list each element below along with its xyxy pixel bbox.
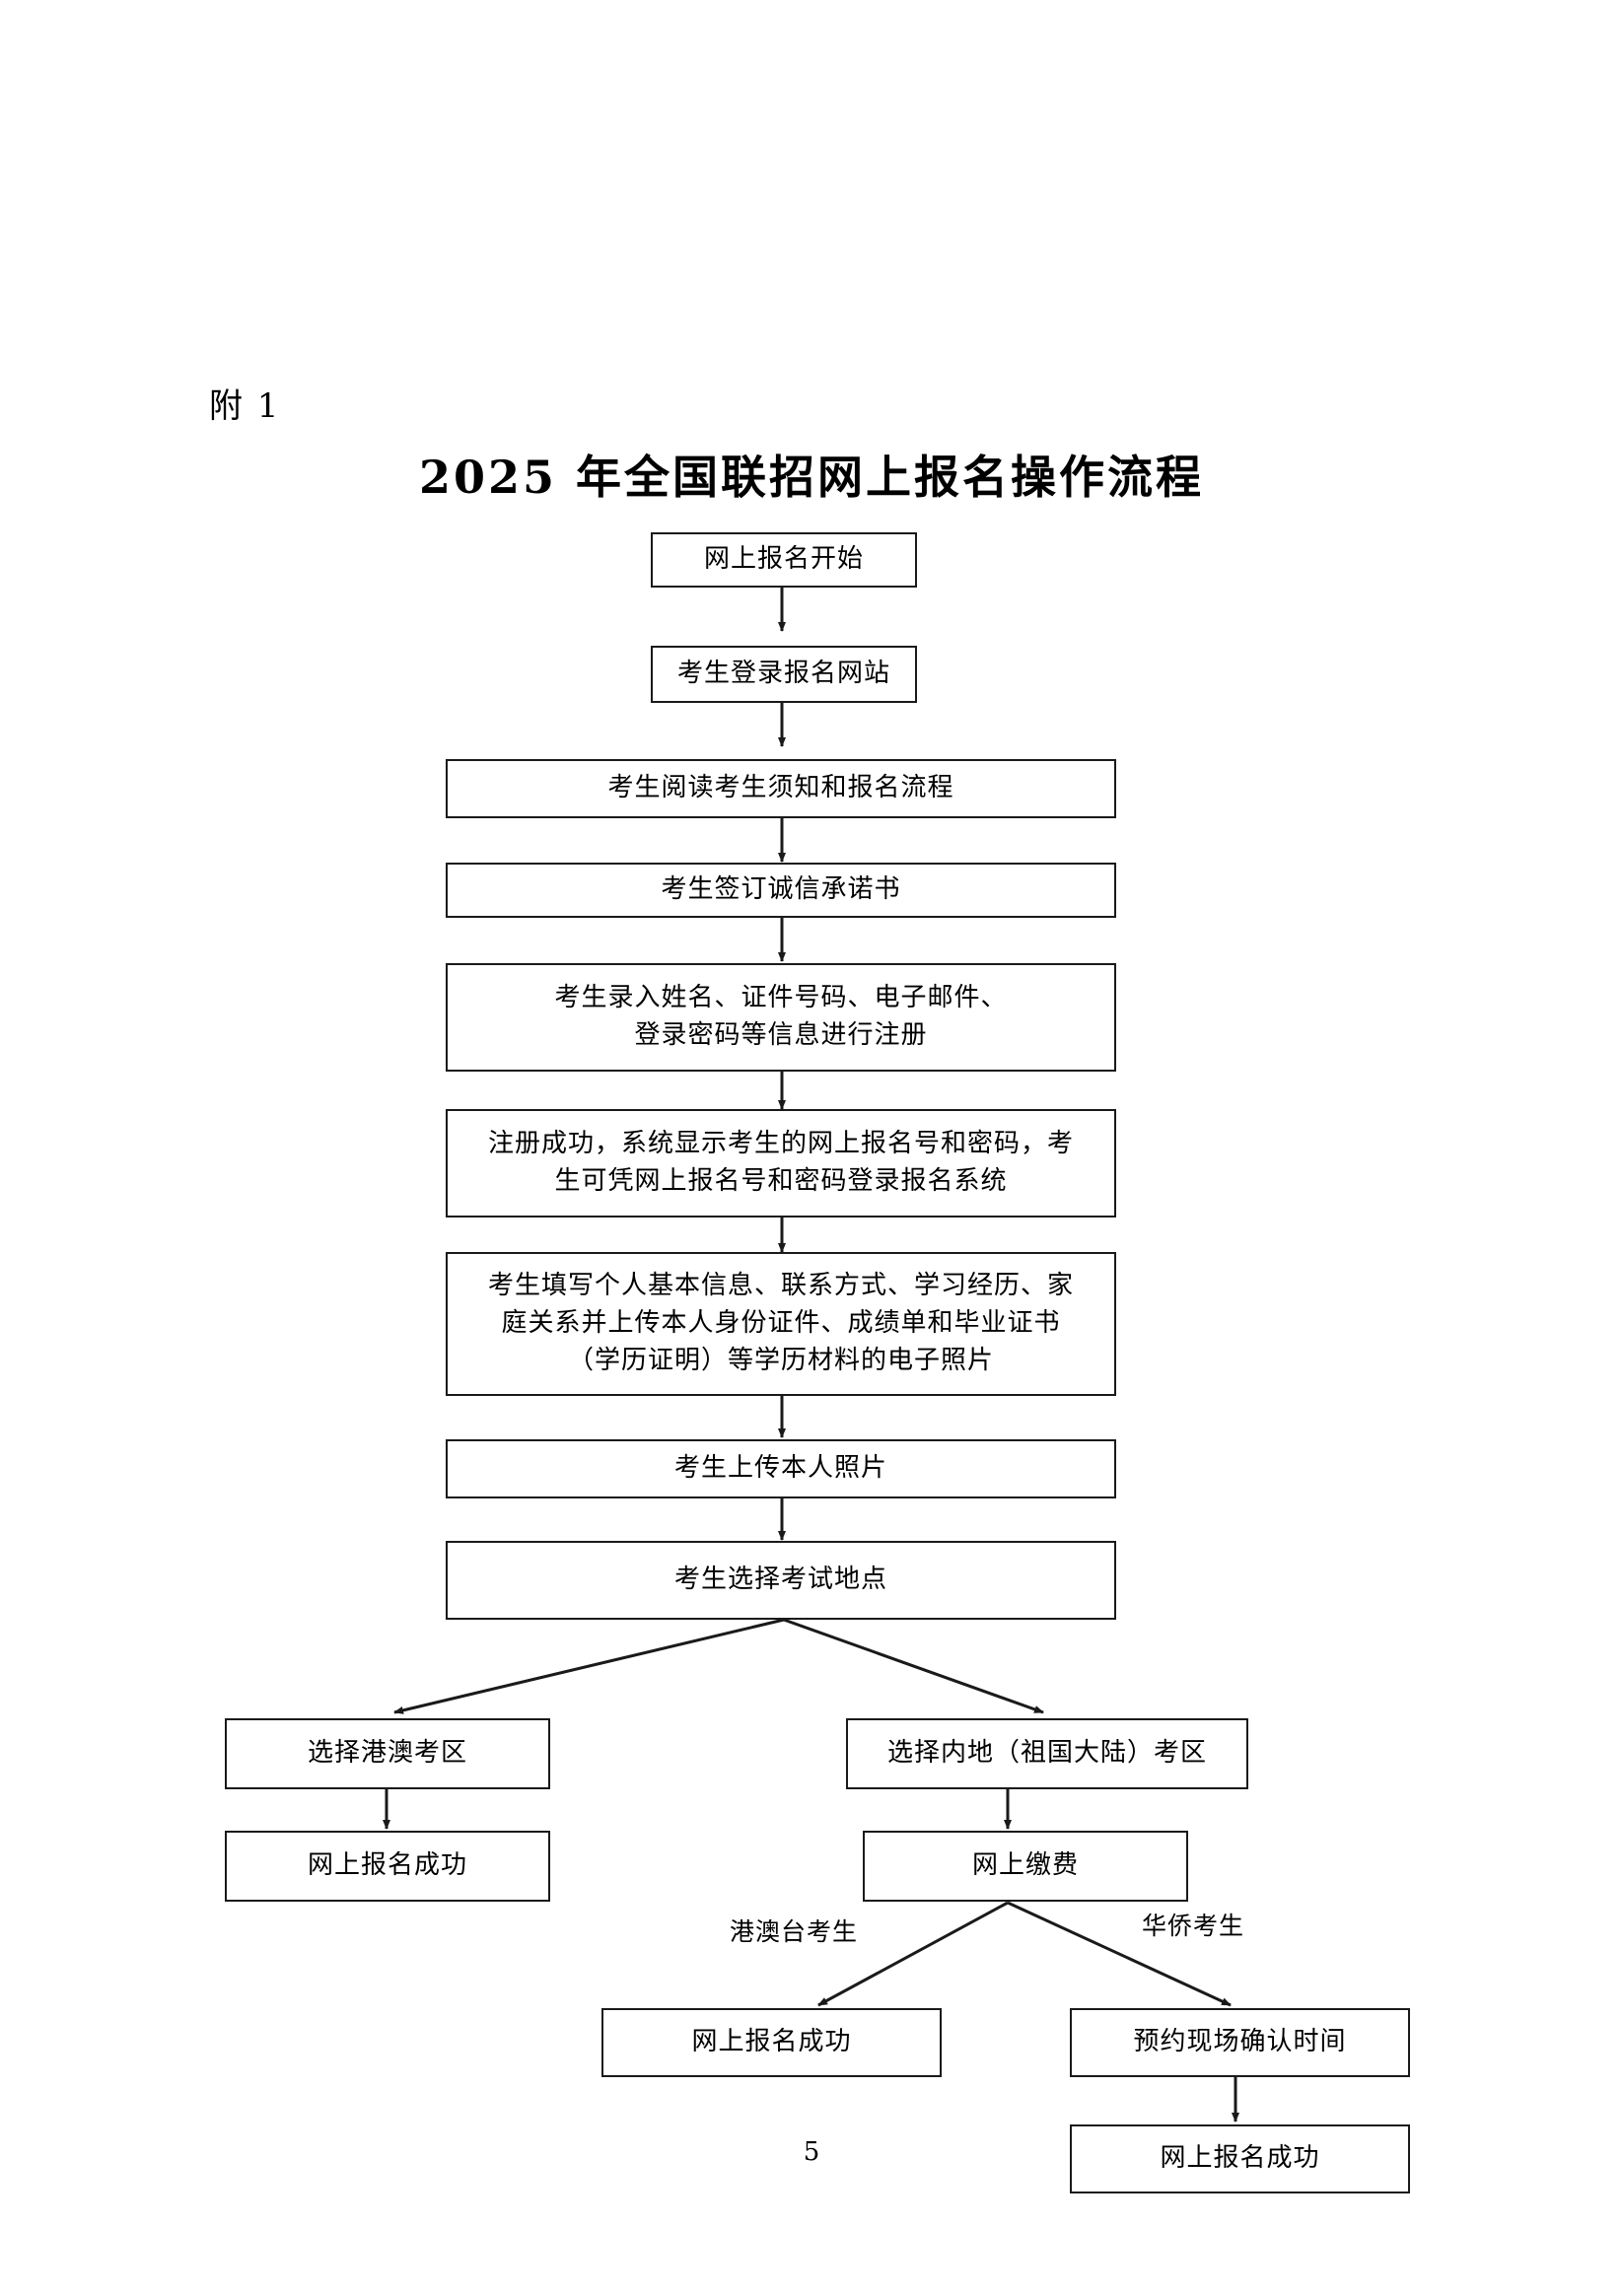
flow-node-n15[interactable]: 预约现场确认时间 bbox=[1070, 2008, 1410, 2077]
flow-node-label: 选择港澳考区 bbox=[307, 1738, 467, 1769]
edge-label-hkmotaiwan: 港澳台考生 bbox=[730, 1917, 859, 1946]
flow-node-n9[interactable]: 考生选择考试地点 bbox=[446, 1541, 1116, 1620]
page-number: 5 bbox=[803, 2137, 820, 2167]
edge-n13-n15 bbox=[1007, 1901, 1232, 2007]
flow-node-label: 选择内地（祖国大陆）考区 bbox=[886, 1738, 1207, 1769]
flow-node-label: 考生登录报名网站 bbox=[676, 659, 890, 689]
flow-node-label: 考生填写个人基本信息、联系方式、学习经历、家 庭关系并上传本人身份证件、成绩单和… bbox=[487, 1271, 1074, 1375]
flow-node-label: 网上报名成功 bbox=[307, 1850, 467, 1881]
flow-node-n2[interactable]: 考生登录报名网站 bbox=[651, 646, 917, 703]
flow-node-n11[interactable]: 选择内地（祖国大陆）考区 bbox=[846, 1718, 1248, 1789]
flow-node-n5[interactable]: 考生录入姓名、证件号码、电子邮件、 登录密码等信息进行注册 bbox=[446, 963, 1116, 1072]
flow-node-label: 注册成功，系统显示考生的网上报名号和密码，考 生可凭网上报名号和密码登录报名系统 bbox=[487, 1129, 1074, 1196]
edge-n9-n11 bbox=[783, 1618, 1044, 1714]
flow-node-n10[interactable]: 选择港澳考区 bbox=[225, 1718, 550, 1789]
flow-node-label: 预约现场确认时间 bbox=[1133, 2027, 1347, 2057]
flow-node-label: 考生签订诚信承诺书 bbox=[661, 874, 901, 905]
flow-node-label: 考生阅读考生须知和报名流程 bbox=[607, 773, 954, 803]
flow-node-label: 网上报名成功 bbox=[691, 2027, 852, 2057]
flow-node-label: 考生上传本人照片 bbox=[673, 1453, 887, 1484]
flow-node-label: 网上缴费 bbox=[971, 1850, 1079, 1881]
flow-node-n1[interactable]: 网上报名开始 bbox=[651, 532, 917, 588]
flow-node-label: 网上报名成功 bbox=[1160, 2143, 1320, 2174]
flow-node-n12[interactable]: 网上报名成功 bbox=[225, 1831, 550, 1902]
edge-n13-n14 bbox=[817, 1901, 1009, 2007]
flow-node-n14[interactable]: 网上报名成功 bbox=[601, 2008, 942, 2077]
flow-node-label: 考生选择考试地点 bbox=[673, 1565, 887, 1595]
flow-node-n16[interactable]: 网上报名成功 bbox=[1070, 2124, 1410, 2193]
flow-node-label: 考生录入姓名、证件号码、电子邮件、 登录密码等信息进行注册 bbox=[554, 983, 1008, 1050]
flow-node-n4[interactable]: 考生签订诚信承诺书 bbox=[446, 863, 1116, 918]
flow-node-n7[interactable]: 考生填写个人基本信息、联系方式、学习经历、家 庭关系并上传本人身份证件、成绩单和… bbox=[446, 1252, 1116, 1396]
edge-label-overseas-chinese: 华侨考生 bbox=[1142, 1912, 1245, 1940]
flow-node-n6[interactable]: 注册成功，系统显示考生的网上报名号和密码，考 生可凭网上报名号和密码登录报名系统 bbox=[446, 1109, 1116, 1218]
page-title: 2025 年全国联招网上报名操作流程 bbox=[418, 451, 1205, 504]
edge-n9-n10 bbox=[393, 1618, 785, 1714]
flow-node-n13[interactable]: 网上缴费 bbox=[863, 1831, 1188, 1902]
flow-node-n8[interactable]: 考生上传本人照片 bbox=[446, 1439, 1116, 1498]
attachment-label: 附 1 bbox=[209, 386, 281, 426]
flow-node-label: 网上报名开始 bbox=[703, 544, 864, 575]
flow-node-n3[interactable]: 考生阅读考生须知和报名流程 bbox=[446, 759, 1116, 818]
